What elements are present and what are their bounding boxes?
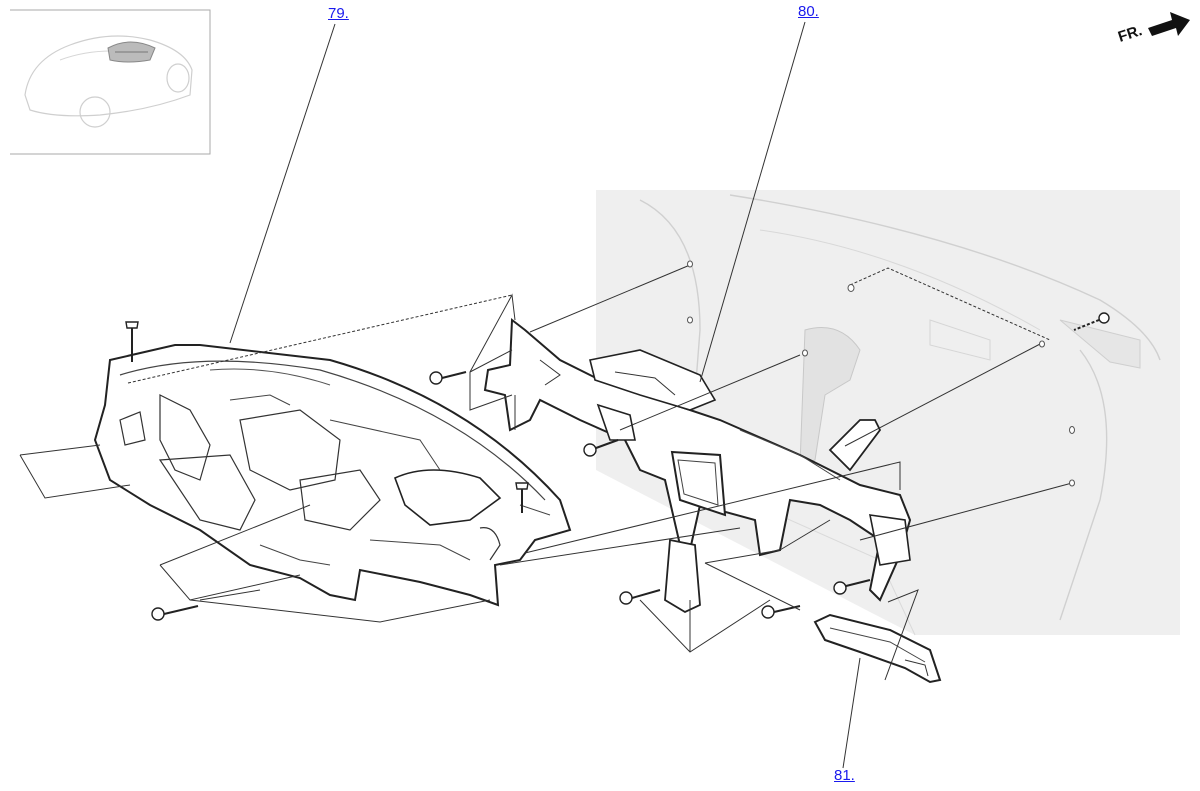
instrument-panel-part [93,344,572,607]
lower-bracket-part [813,613,942,684]
arrow-right-icon [1148,12,1190,36]
installation-lines [19,21,1073,769]
callout-link-81[interactable]: 81. [834,767,855,784]
front-label: FR. [1116,22,1144,46]
mounting-holes [687,260,1075,487]
front-orientation-indicator: FR. [1116,12,1190,46]
bolt-icon [125,312,1110,621]
vehicle-locator-inset [10,9,211,155]
callout-link-79[interactable]: 79. [328,5,349,22]
callout-link-80[interactable]: 80. [798,3,819,20]
